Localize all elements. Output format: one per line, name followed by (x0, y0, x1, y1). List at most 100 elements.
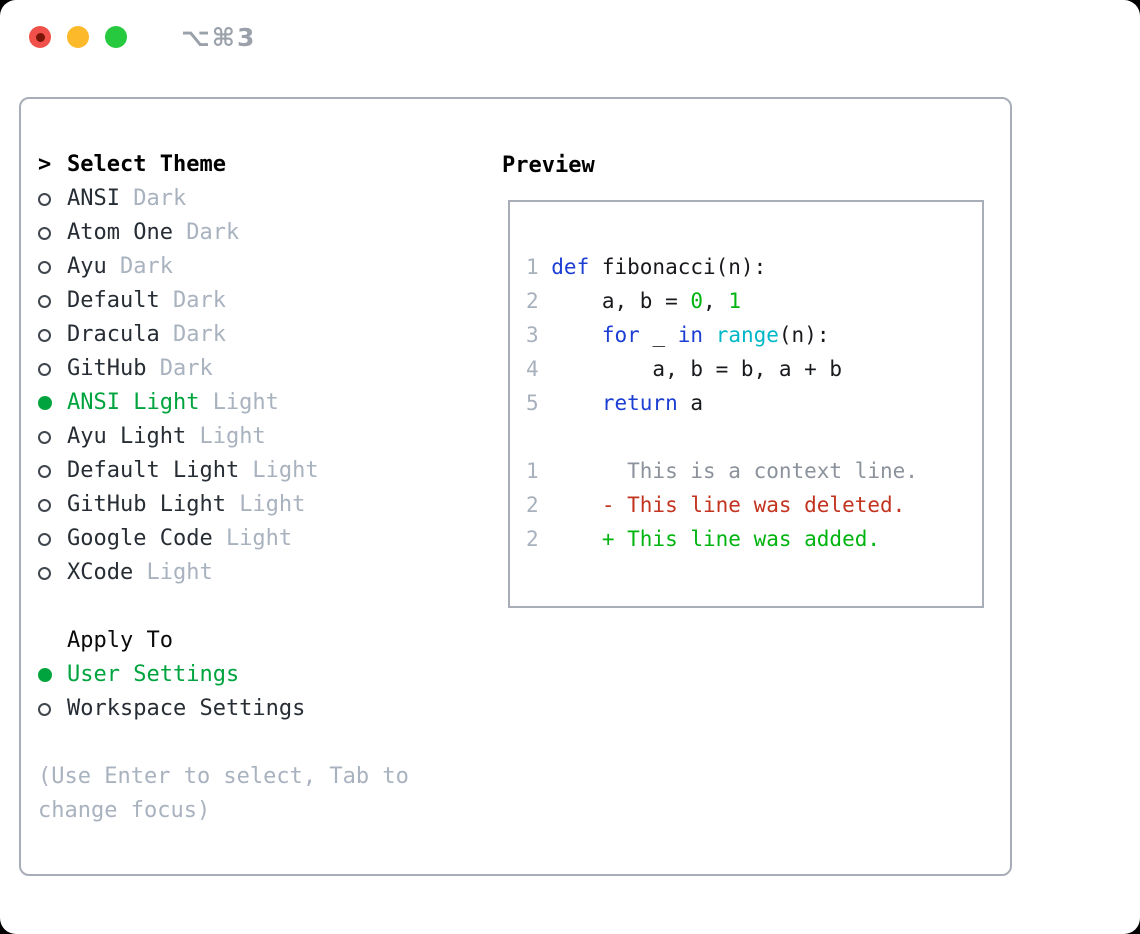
theme-variant-label: Dark (133, 186, 187, 211)
apply-option-workspace-settings[interactable]: Workspace Settings (38, 692, 435, 726)
theme-name: Ayu (67, 254, 107, 279)
code-content: This is a context line. (551, 459, 918, 483)
selection-prompt-icon: > (38, 152, 52, 177)
theme-name: GitHub Light (67, 492, 226, 517)
code-line: 2 a, b = 0, 1 (526, 284, 982, 318)
line-number: 2 (526, 527, 539, 551)
radio-unselected-icon (38, 532, 51, 546)
theme-name: ANSI Light (67, 390, 200, 415)
theme-variant-label: Light (199, 424, 266, 449)
radio-unselected-icon (38, 192, 51, 206)
preview-title: Preview (502, 152, 595, 178)
theme-variant-label: Dark (186, 220, 240, 245)
line-number: 1 (526, 255, 539, 279)
radio-unselected-icon (38, 260, 51, 274)
theme-selector-title: Select Theme (67, 152, 226, 177)
hint-text: (Use Enter to select, Tab to change focu… (38, 764, 409, 823)
code-token-pl: a, b = (551, 289, 691, 313)
code-token-pl: (n): (778, 323, 830, 347)
code-token-lit: 1 (728, 289, 741, 313)
code-content: def fibonacci(n): (551, 255, 766, 279)
radio-unselected-icon (38, 226, 51, 240)
code-token-ctx: This is a context line. (551, 459, 918, 483)
apply-option-user-settings[interactable]: User Settings (38, 658, 435, 692)
theme-variant-label: Light (212, 390, 279, 415)
code-token-pl (551, 323, 602, 347)
theme-option-ansi[interactable]: ANSI Dark (38, 182, 435, 216)
theme-name: XCode (67, 560, 134, 585)
line-number: 2 (526, 289, 539, 313)
traffic-light-close[interactable] (29, 26, 51, 48)
code-token-fn: range (715, 323, 779, 347)
theme-variant-label: Dark (159, 356, 213, 381)
code-content: for _ in range(n): (551, 323, 830, 347)
code-line: 2 - This line was deleted. (526, 488, 982, 522)
theme-name: GitHub (67, 356, 147, 381)
code-line: 4 a, b = b, a + b (526, 352, 982, 386)
radio-unselected-icon (38, 566, 51, 580)
code-token-pl (703, 323, 716, 347)
code-token-kw: for (601, 323, 640, 347)
theme-variant-label: Dark (172, 288, 226, 313)
code-content: return a (551, 391, 703, 415)
apply-option-label: Workspace Settings (67, 696, 306, 721)
line-number: 2 (526, 493, 539, 517)
code-token-kw: def (551, 255, 590, 279)
code-token-del: - This line was deleted. (551, 493, 906, 517)
code-content: + This line was added. (551, 527, 880, 551)
theme-variant-label: Light (252, 458, 319, 483)
theme-selector-header: > Select Theme (38, 148, 435, 182)
spacer (38, 590, 435, 624)
line-number: 1 (526, 459, 539, 483)
radio-unselected-icon (38, 464, 51, 478)
theme-variant-label: Dark (172, 322, 226, 347)
window-shortcut-label: ⌥⌘3 (181, 22, 257, 52)
traffic-light-minimize[interactable] (67, 26, 89, 48)
theme-option-default-light[interactable]: Default Light Light (38, 454, 435, 488)
radio-unselected-icon (38, 362, 51, 376)
theme-name: Default Light (67, 458, 240, 483)
code-line: 1 def fibonacci(n): (526, 250, 982, 284)
radio-selected-icon (38, 668, 52, 682)
theme-variant-label: Light (225, 526, 293, 551)
radio-unselected-icon (38, 702, 51, 716)
code-token-pl (551, 391, 602, 415)
code-token-pl: a (677, 391, 704, 415)
code-content: - This line was deleted. (551, 493, 905, 517)
radio-unselected-icon (38, 498, 51, 512)
code-content: a, b = 0, 1 (551, 289, 741, 313)
theme-variant-label: Light (239, 492, 306, 517)
code-line (526, 420, 982, 454)
code-token-pl: fibonacci(n): (589, 255, 767, 279)
apply-option-label: User Settings (67, 662, 240, 687)
theme-option-ansi-light[interactable]: ANSI Light Light (38, 386, 435, 420)
radio-unselected-icon (38, 294, 51, 308)
code-token-pl: , (703, 289, 729, 313)
code-token-add: + This line was added. (551, 527, 881, 551)
code-line: 5 return a (526, 386, 982, 420)
code-token-kw: return (601, 391, 678, 415)
traffic-light-zoom[interactable] (105, 26, 127, 48)
theme-name: Ayu Light (67, 424, 187, 449)
radio-unselected-icon (38, 430, 51, 444)
theme-option-github[interactable]: GitHub Dark (38, 352, 435, 386)
theme-option-ayu-light[interactable]: Ayu Light Light (38, 420, 435, 454)
code-content: a, b = b, a + b (551, 357, 842, 381)
code-line: 3 for _ in range(n): (526, 318, 982, 352)
line-number: 3 (526, 323, 539, 347)
theme-option-github-light[interactable]: GitHub Light Light (38, 488, 435, 522)
code-line: 2 + This line was added. (526, 522, 982, 556)
theme-name: ANSI (67, 186, 120, 211)
